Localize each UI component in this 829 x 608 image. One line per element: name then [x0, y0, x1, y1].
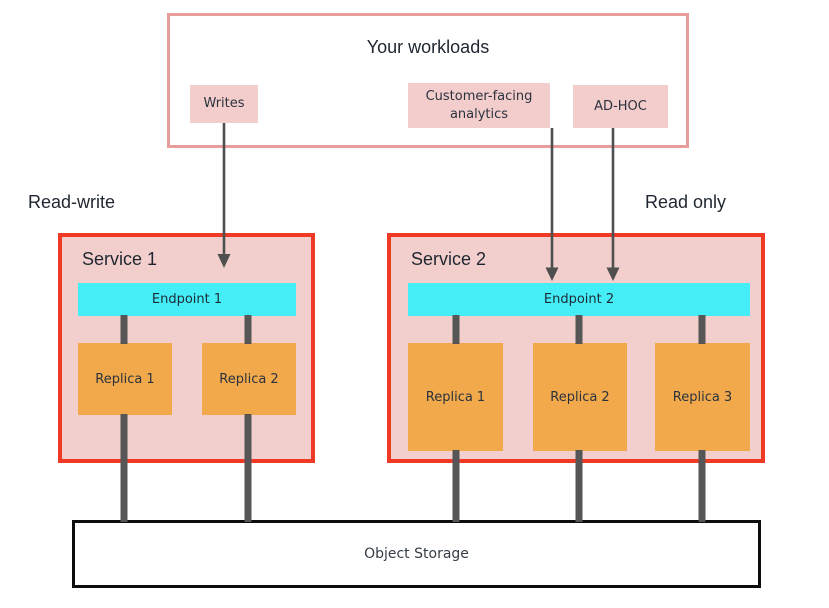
service-2-replica-3: Replica 3: [655, 343, 750, 451]
endpoint-2-label: Endpoint 2: [543, 292, 615, 307]
replica-label: Replica 1: [425, 389, 486, 405]
replica-label: Replica 2: [550, 389, 610, 405]
object-storage-box: Object Storage: [72, 520, 761, 588]
workloads-title: Your workloads: [366, 37, 490, 57]
workload-item-writes: Writes: [190, 85, 258, 123]
workload-writes-label: Writes: [203, 96, 245, 111]
workload-analytics-label: Customer-facing analytics: [425, 88, 533, 122]
service-2-replica-2: Replica 2: [533, 343, 627, 451]
object-storage-label: Object Storage: [364, 546, 469, 562]
service-2-title: Service 2: [411, 249, 487, 269]
replica-label: Replica 3: [672, 389, 733, 405]
endpoint-1-bar: Endpoint 1: [78, 283, 296, 316]
service-1-replica-2: Replica 2: [202, 343, 296, 415]
workload-adhoc-label: AD-HOC: [594, 98, 647, 114]
service-1-title: Service 1: [82, 249, 158, 269]
workload-item-customer-facing-analytics: Customer-facing analytics: [408, 83, 550, 128]
service-2-replica-1: Replica 1: [408, 343, 503, 451]
replica-label: Replica 1: [95, 371, 155, 387]
endpoint-2-bar: Endpoint 2: [408, 283, 750, 316]
workload-item-ad-hoc: AD-HOC: [573, 85, 668, 128]
read-only-label: Read only: [645, 192, 727, 212]
endpoint-1-label: Endpoint 1: [151, 292, 223, 307]
service-1-replica-1: Replica 1: [78, 343, 172, 415]
replica-label: Replica 2: [219, 371, 279, 387]
read-write-label: Read-write: [28, 192, 116, 212]
